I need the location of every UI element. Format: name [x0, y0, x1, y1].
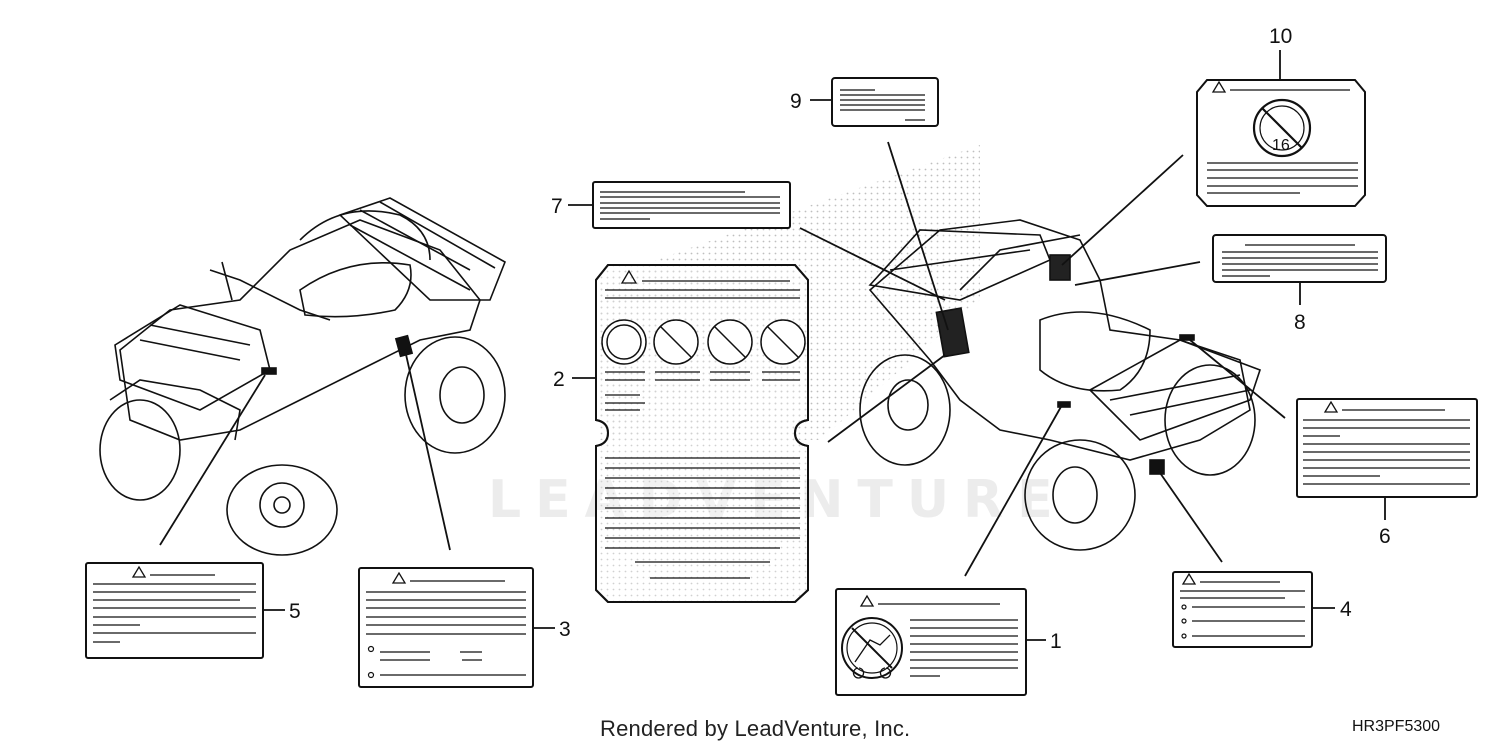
label-9	[831, 77, 939, 127]
label-1	[835, 588, 1027, 696]
warning-triangle-icon	[131, 565, 147, 578]
callout-2: 2	[553, 368, 565, 391]
label-4	[1172, 571, 1313, 648]
diagram-code: HR3PF5300	[1352, 718, 1441, 735]
callout-4: 4	[1340, 598, 1352, 621]
label-3	[358, 567, 534, 688]
label-8	[1212, 234, 1387, 283]
warning-triangle-icon	[1181, 572, 1197, 585]
label-2	[595, 264, 809, 603]
warning-triangle-icon	[391, 571, 407, 584]
callout-7: 7	[551, 195, 563, 218]
warning-triangle-icon	[859, 594, 875, 607]
label-7	[592, 181, 791, 229]
callout-3: 3	[559, 618, 571, 641]
warning-triangle-icon	[620, 269, 638, 284]
callout-8: 8	[1294, 311, 1306, 334]
svg-text:16: 16	[1272, 137, 1290, 154]
no-under-16-icon: 16	[1252, 98, 1312, 158]
no-passenger-icon	[841, 617, 903, 679]
leader-lines	[159, 50, 1386, 641]
rendered-by-footer: Rendered by LeadVenture, Inc.	[600, 716, 911, 741]
callout-10: 10	[1269, 25, 1292, 48]
callout-numbers: 1 2 3 4 5 6 7 8 9 10	[289, 25, 1391, 653]
callout-9: 9	[790, 90, 802, 113]
callout-5: 5	[289, 600, 301, 623]
label-5	[85, 562, 264, 659]
label-10: 16	[1196, 79, 1366, 207]
warning-triangle-icon	[1211, 80, 1227, 93]
callout-6: 6	[1379, 525, 1391, 548]
atv-front-illustration	[99, 197, 507, 556]
warning-triangle-icon	[1323, 400, 1339, 413]
label-6	[1296, 398, 1478, 498]
callout-1: 1	[1050, 630, 1062, 653]
